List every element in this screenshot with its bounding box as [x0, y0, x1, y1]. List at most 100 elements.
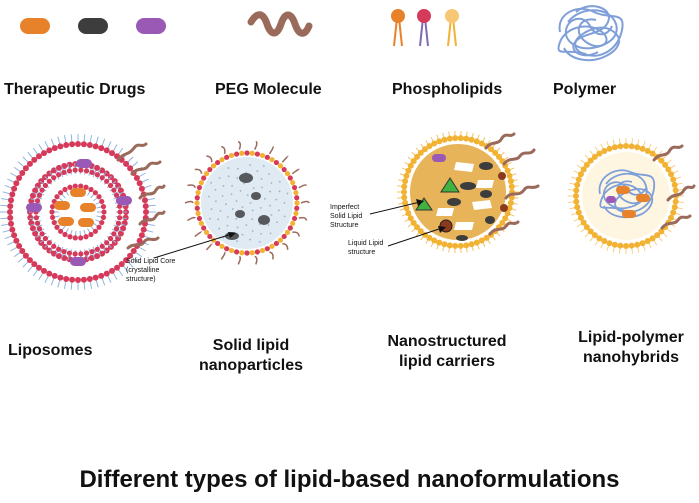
peg-chain	[291, 168, 300, 175]
lipid-head	[13, 237, 20, 244]
peg-chain	[268, 145, 274, 155]
lipid-head	[483, 234, 490, 241]
drug-purple-icon	[136, 18, 166, 34]
lipid-head	[269, 243, 275, 249]
core-texture-dot	[249, 202, 252, 204]
lipid-head	[617, 143, 624, 150]
lipid-head	[452, 135, 459, 142]
lipid-head	[219, 157, 225, 163]
lipid-head	[671, 204, 678, 211]
label-hybrid: Lipid-polymer nanohybrids	[566, 328, 696, 368]
lipid-head	[291, 215, 298, 222]
lipid-head	[499, 219, 506, 226]
lipid-head	[35, 264, 42, 271]
lipid-head	[31, 156, 38, 163]
lipid-head	[446, 242, 453, 249]
lipid-head	[284, 229, 291, 235]
label-nlc-line2: lipid carriers	[398, 353, 496, 370]
lipid-head	[51, 243, 57, 249]
peg-chain	[292, 231, 300, 237]
sln-core	[201, 157, 293, 249]
lipid-head	[78, 235, 84, 241]
core-texture-dot	[237, 167, 239, 170]
core-texture-dot	[267, 224, 270, 226]
lipid-head	[117, 215, 123, 221]
lipid-head	[41, 267, 47, 274]
core-texture-dot	[275, 198, 278, 201]
drug-dark-icon	[258, 215, 270, 225]
peg-chain	[194, 231, 203, 238]
core-texture-dot	[217, 218, 220, 221]
lipid-head	[88, 254, 95, 261]
lipid-head	[611, 241, 618, 248]
peg-chain	[237, 255, 242, 265]
core-texture-dot	[268, 173, 271, 176]
hybrid-core	[582, 152, 670, 240]
lipid-head	[42, 182, 49, 189]
lipid-head	[601, 238, 608, 245]
lipid-head	[290, 220, 296, 226]
lipid-head	[196, 184, 203, 191]
lipid-head	[414, 153, 421, 160]
lipid-head	[75, 277, 81, 283]
lipid-head	[234, 249, 240, 255]
lipid-head	[254, 249, 260, 255]
lipid-head	[99, 243, 105, 249]
lipid-head	[117, 230, 124, 237]
lipid-head	[83, 250, 90, 256]
lipid-head	[29, 192, 36, 199]
legend-phospholipids: Phospholipids	[392, 81, 503, 98]
lipid-head	[83, 168, 90, 174]
liquid-lipid-droplet	[500, 204, 508, 212]
lipid-head	[573, 198, 580, 205]
core-texture-dot	[214, 188, 217, 191]
legend-peg-molecule: PEG Molecule	[215, 81, 322, 98]
lipid-head	[508, 183, 515, 190]
core-texture-dot	[269, 204, 272, 207]
lipid-head	[575, 209, 582, 216]
drug-purple-icon	[116, 196, 132, 205]
lipid-head	[639, 240, 646, 247]
lipid-head	[294, 205, 300, 211]
lipid-head	[478, 237, 485, 244]
lipid-head	[107, 182, 114, 189]
lipid-head	[58, 190, 64, 196]
lipid-head	[35, 153, 42, 160]
lipid-head	[57, 274, 64, 281]
lipid-head	[507, 199, 514, 206]
drug-dark-icon	[479, 162, 493, 170]
drug-purple-icon	[606, 196, 616, 203]
annotation-nlc-liquid-line2: structure	[348, 249, 376, 256]
lipid-head	[41, 150, 47, 157]
lipid-head	[401, 189, 407, 195]
peg-chain	[269, 251, 274, 260]
lipid-head	[98, 145, 105, 152]
figure-caption: Different types of lipid-based nanoformu…	[79, 466, 620, 493]
lipid-head	[457, 242, 464, 249]
drug-icons	[20, 18, 166, 34]
lipid-head	[294, 195, 300, 201]
lipid-head	[109, 267, 115, 274]
lipid-head	[207, 166, 213, 173]
lipid-head	[277, 237, 284, 243]
lipid-head	[130, 248, 137, 255]
lipid-head	[13, 180, 20, 187]
lipid-head	[492, 149, 499, 156]
core-texture-dot	[258, 241, 261, 243]
liposome-inner-bilayer	[29, 163, 127, 261]
core-texture-dot	[227, 175, 230, 178]
hybrid-drugs	[606, 186, 650, 218]
lipid-head	[111, 239, 118, 246]
lipid-head	[22, 165, 29, 172]
lipid-head	[574, 181, 581, 188]
peg-chain	[298, 184, 308, 189]
lipid-head	[628, 242, 635, 249]
core-texture-dot	[286, 192, 289, 195]
lipid-head	[46, 170, 53, 177]
peg-chain	[194, 168, 203, 174]
peg-chain	[298, 216, 308, 221]
core-texture-dot	[219, 209, 222, 212]
lipid-head	[504, 167, 511, 174]
lipid-head	[431, 140, 438, 147]
label-liposomes: Liposomes	[8, 342, 93, 359]
